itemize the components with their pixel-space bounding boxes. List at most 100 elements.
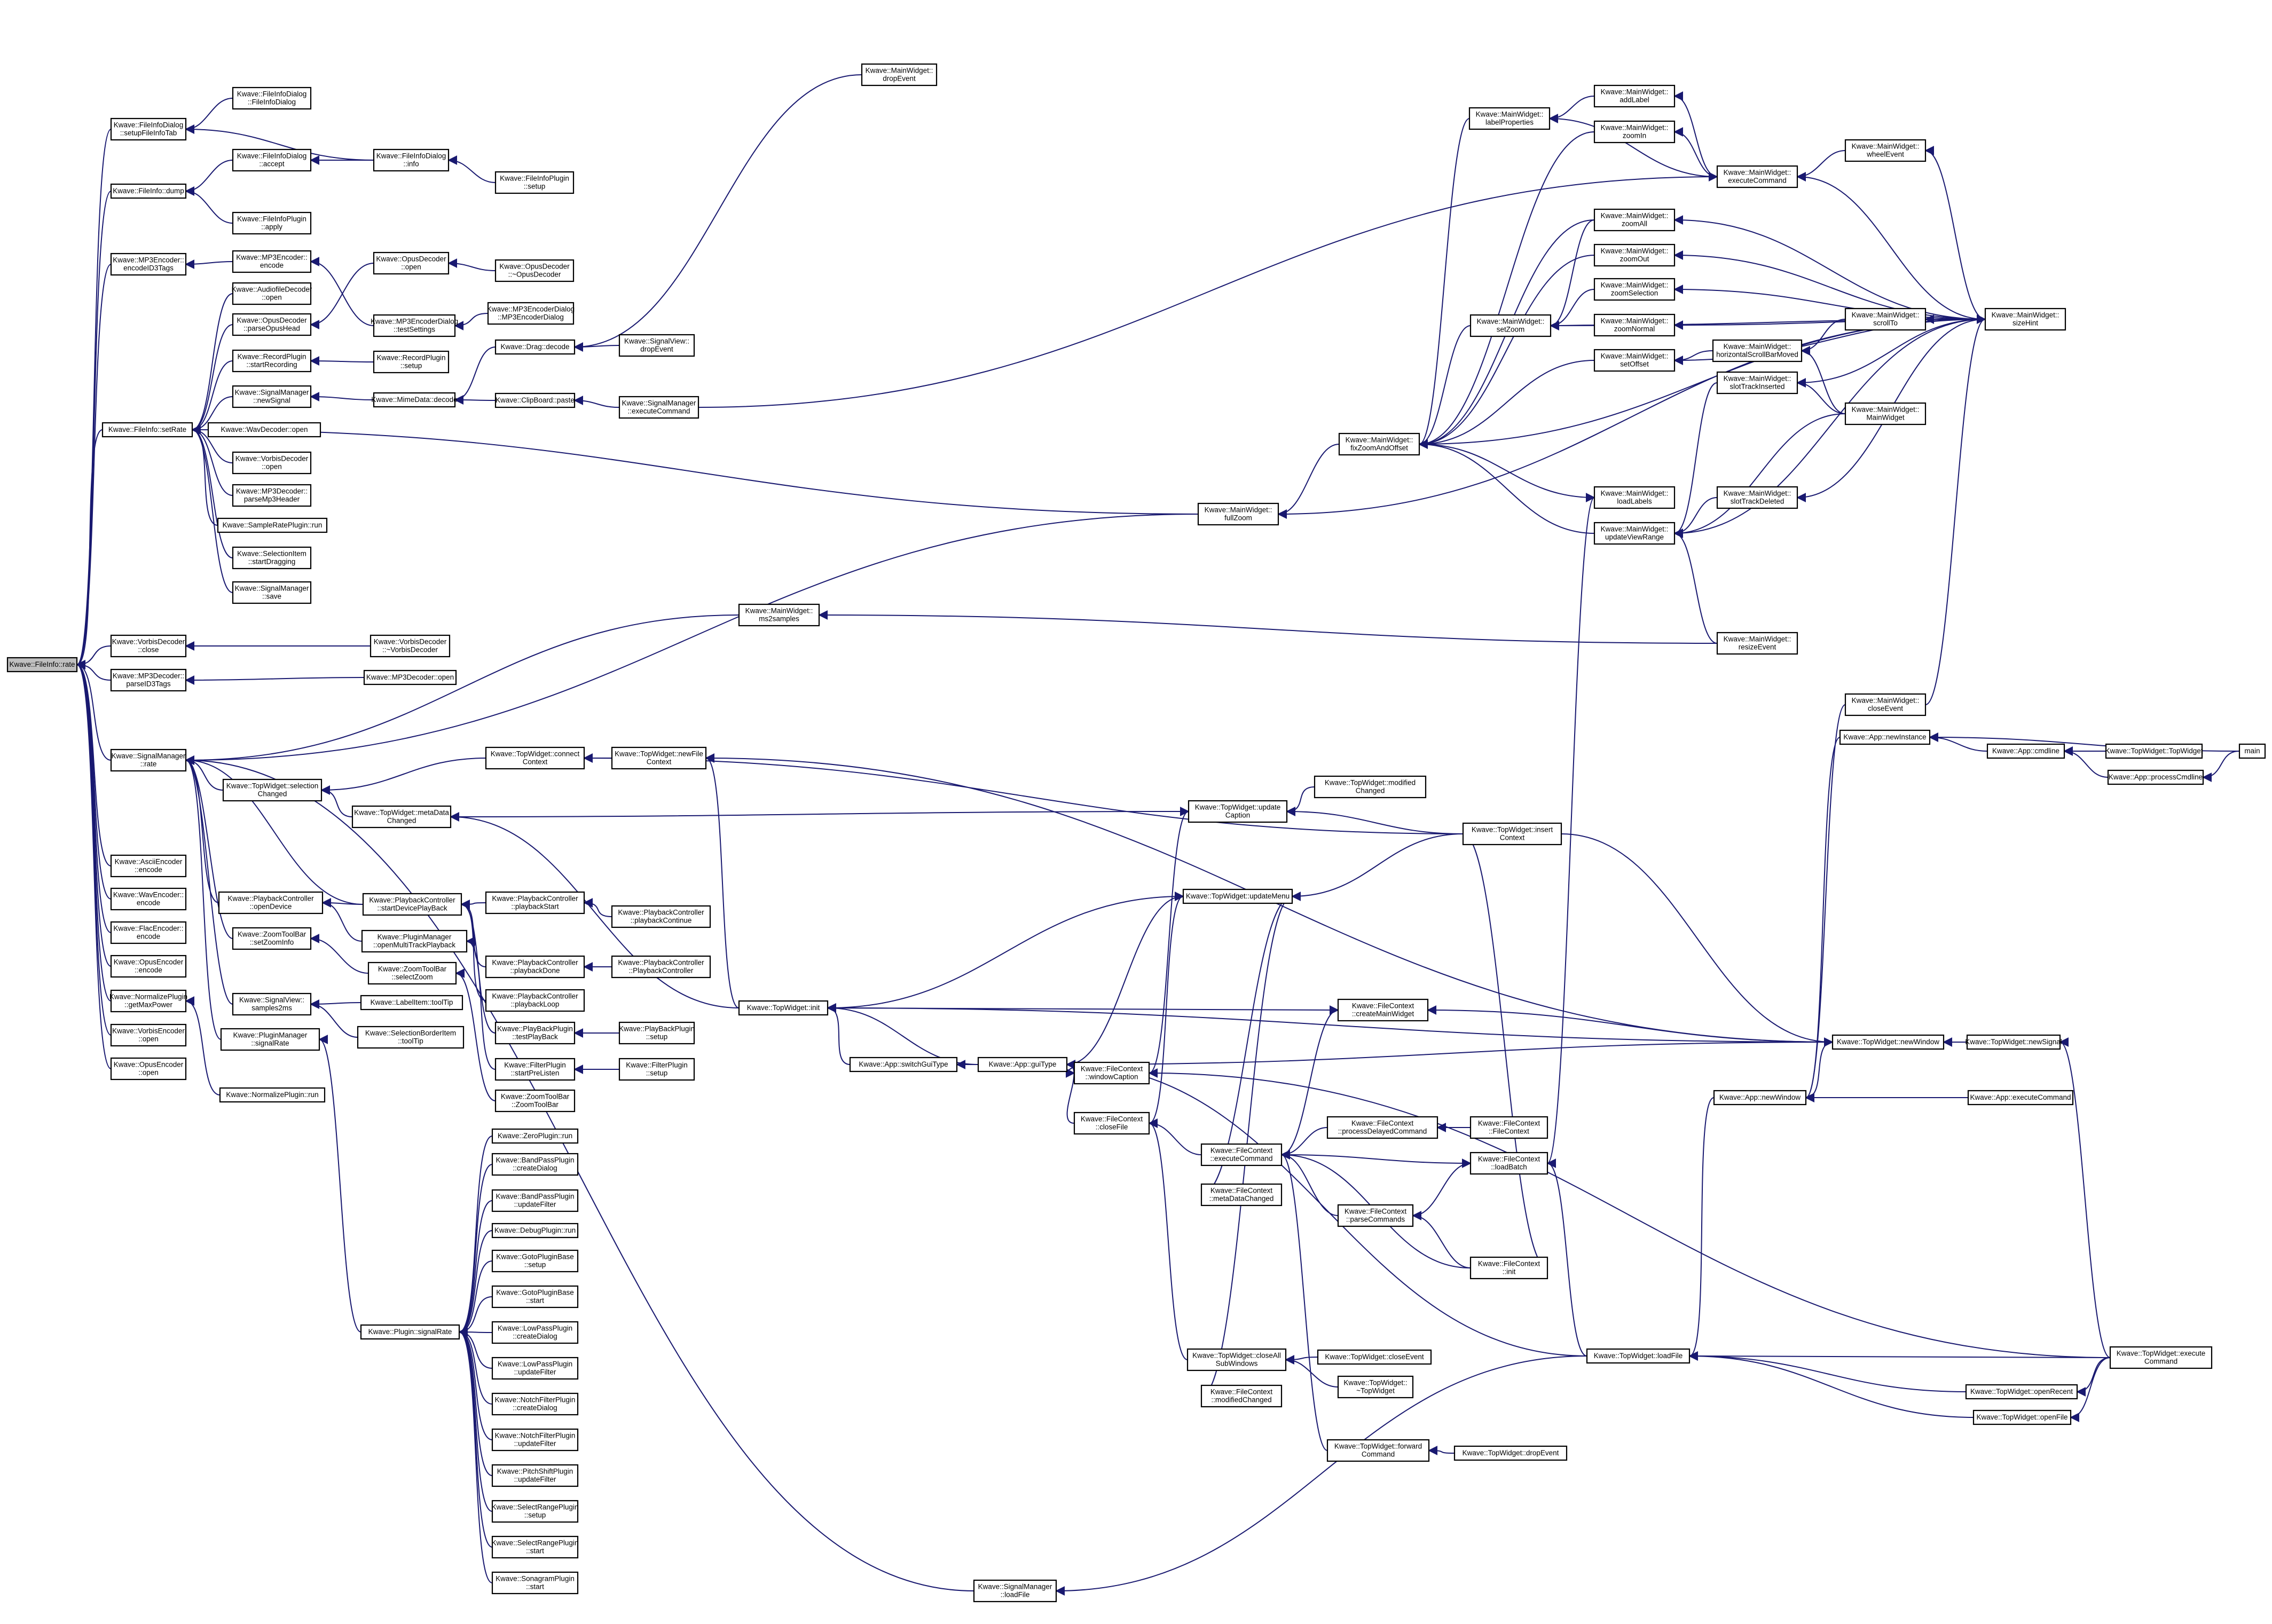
- node-notch-dialog[interactable]: Kwave::NotchFilterPlugin::createDialog: [491, 1392, 579, 1416]
- node-pitch-filter[interactable]: Kwave::PitchShiftPlugin::updateFilter: [491, 1464, 579, 1487]
- node-sv-s2ms[interactable]: Kwave::SignalView::samples2ms: [232, 992, 312, 1016]
- node-vorbis-open[interactable]: Kwave::VorbisDecoder::open: [232, 451, 312, 475]
- node-rec-setup[interactable]: Kwave::RecordPlugin::setup: [373, 350, 450, 374]
- node-pc-done[interactable]: Kwave::PlaybackController::playbackDone: [485, 955, 585, 979]
- node-filter-setup[interactable]: Kwave::FilterPlugin::setup: [618, 1058, 695, 1081]
- node-fi-info[interactable]: Kwave::FileInfoDialog::info: [373, 148, 450, 172]
- node-filter-prelisten[interactable]: Kwave::FilterPlugin::startPreListen: [494, 1058, 576, 1081]
- node-tw-init[interactable]: Kwave::TopWidget::init: [738, 1000, 829, 1016]
- node-tw-newsig[interactable]: Kwave::TopWidget::newSignal: [1965, 1034, 2062, 1050]
- node-sm-save[interactable]: Kwave::SignalManager::save: [232, 581, 312, 604]
- node-mw-scrollto[interactable]: Kwave::MainWidget::scrollTo: [1844, 308, 1927, 331]
- node-mw-trackins[interactable]: Kwave::MainWidget::slotTrackInserted: [1716, 371, 1798, 395]
- node-debug-run[interactable]: Kwave::DebugPlugin::run: [491, 1223, 579, 1239]
- node-selrange-start[interactable]: Kwave::SelectRangePlugin::start: [492, 1535, 579, 1559]
- node-fip-apply[interactable]: Kwave::FileInfoPlugin::apply: [232, 211, 312, 235]
- node-wav-enc[interactable]: Kwave::WavEncoder::encode: [110, 887, 187, 911]
- node-goto-setup[interactable]: Kwave::GotoPluginBase::setup: [491, 1249, 579, 1273]
- node-norm-max[interactable]: Kwave::NormalizePlugin::getMaxPower: [109, 989, 187, 1013]
- node-mw-setoffset[interactable]: Kwave::MainWidget::setOffset: [1593, 349, 1676, 372]
- node-mw-labelprops[interactable]: Kwave::MainWidget::labelProperties: [1468, 107, 1551, 130]
- node-mw-zoomsel[interactable]: Kwave::MainWidget::zoomSelection: [1593, 278, 1676, 301]
- node-tw-ctor[interactable]: Kwave::TopWidget::TopWidget: [2105, 743, 2203, 759]
- node-tw-dtor[interactable]: Kwave::TopWidget::~TopWidget: [1337, 1375, 1414, 1399]
- node-pc-ctor[interactable]: Kwave::PlaybackController::PlaybackContr…: [611, 955, 711, 979]
- node-mw-hscroll[interactable]: Kwave::MainWidget::horizontalScrollBarMo…: [1712, 339, 1803, 362]
- node-drag-decode[interactable]: Kwave::Drag::decode: [494, 339, 576, 355]
- node-sel-drag[interactable]: Kwave::SelectionItem::startDragging: [232, 546, 312, 570]
- node-mp3dec-id3[interactable]: Kwave::MP3Decoder::parseID3Tags: [110, 668, 187, 692]
- node-sm-newsig[interactable]: Kwave::SignalManager::newSignal: [232, 385, 312, 408]
- node-tw-dropev[interactable]: Kwave::TopWidget::dropEvent: [1453, 1445, 1568, 1461]
- node-selrange-setup[interactable]: Kwave::SelectRangePlugin::setup: [492, 1500, 579, 1523]
- node-sm-exec[interactable]: Kwave::SignalManager::executeCommand: [618, 396, 699, 419]
- node-zt-select[interactable]: Kwave::ZoomToolBar::selectZoom: [367, 961, 457, 985]
- node-fc-procdelay[interactable]: Kwave::FileContext::processDelayedComman…: [1326, 1116, 1438, 1139]
- node-fid-ctor[interactable]: Kwave::FileInfoDialog::FileInfoDialog: [232, 86, 312, 110]
- node-mw-loadlabels[interactable]: Kwave::MainWidget::loadLabels: [1593, 486, 1676, 509]
- node-zt-ctor[interactable]: Kwave::ZoomToolBar::ZoomToolBar: [494, 1089, 576, 1113]
- node-flac-enc[interactable]: Kwave::FlacEncoder::encode: [110, 921, 187, 944]
- node-sv-drop[interactable]: Kwave::SignalView::dropEvent: [618, 334, 695, 357]
- node-mw-zoomout[interactable]: Kwave::MainWidget::zoomOut: [1593, 243, 1676, 267]
- node-mime-decode[interactable]: Kwave::MimeData::decode: [371, 392, 458, 408]
- node-opusdec-open[interactable]: Kwave::OpusDecoder::open: [373, 251, 450, 275]
- node-fc-wincap[interactable]: Kwave::FileContext::windowCaption: [1073, 1061, 1150, 1085]
- node-zt-setzoom[interactable]: Kwave::ZoomToolBar::setZoomInfo: [232, 927, 312, 950]
- node-app-proccmd[interactable]: Kwave::App::processCmdline: [2107, 769, 2204, 785]
- node-app-gui[interactable]: Kwave::App::guiType: [977, 1057, 1068, 1073]
- node-samplerate-run[interactable]: Kwave::SampleRatePlugin::run: [217, 517, 328, 533]
- node-mp3dec-open[interactable]: Kwave::MP3Decoder::open: [363, 669, 457, 685]
- node-mp3enc-enc[interactable]: Kwave::MP3Encoder::encode: [232, 250, 312, 273]
- node-tw-newwin[interactable]: Kwave::TopWidget::newWindow: [1831, 1034, 1945, 1050]
- node-sm-rate[interactable]: Kwave::SignalManager::rate: [110, 748, 187, 772]
- node-selborder-tip[interactable]: Kwave::SelectionBorderItem::toolTip: [357, 1026, 465, 1049]
- node-lp-dialog[interactable]: Kwave::LowPassPlugin::createDialog: [491, 1321, 579, 1344]
- node-mw-drop[interactable]: Kwave::MainWidget::dropEvent: [861, 63, 938, 86]
- node-pc-loop[interactable]: Kwave::PlaybackController::playbackLoop: [485, 989, 585, 1012]
- node-tw-openrecent[interactable]: Kwave::TopWidget::openRecent: [1965, 1384, 2078, 1400]
- node-mw-fullzoom[interactable]: Kwave::MainWidget::fullZoom: [1197, 502, 1279, 526]
- node-label-tip[interactable]: Kwave::LabelItem::toolTip: [360, 995, 463, 1011]
- node-opusdec-dtor[interactable]: Kwave::OpusDecoder::~OpusDecoder: [494, 259, 575, 282]
- node-mw-ctor[interactable]: Kwave::MainWidget::MainWidget: [1844, 402, 1927, 425]
- node-fc-ctor[interactable]: Kwave::FileContext::FileContext: [1469, 1116, 1548, 1139]
- node-app-newinst[interactable]: Kwave::App::newInstance: [1839, 729, 1931, 745]
- node-mw-wheel[interactable]: Kwave::MainWidget::wheelEvent: [1844, 139, 1927, 162]
- node-mw-exec[interactable]: Kwave::MainWidget::executeCommand: [1716, 165, 1798, 188]
- node-pc-startdev[interactable]: Kwave::PlaybackController::startDevicePl…: [362, 893, 462, 916]
- node-pc-start[interactable]: Kwave::PlaybackController::playbackStart: [485, 891, 585, 915]
- node-mw-resize[interactable]: Kwave::MainWidget::resizeEvent: [1716, 632, 1798, 655]
- node-mw-trackdel[interactable]: Kwave::MainWidget::slotTrackDeleted: [1716, 486, 1798, 509]
- node-app-cmdline[interactable]: Kwave::App::cmdline: [1986, 743, 2065, 759]
- node-opusdec-parse[interactable]: Kwave::OpusDecoder::parseOpusHead: [232, 313, 312, 336]
- node-pbp-setup[interactable]: Kwave::PlayBackPlugin::setup: [618, 1021, 695, 1045]
- node-tw-updmenu[interactable]: Kwave::TopWidget::updateMenu: [1182, 888, 1293, 904]
- node-main[interactable]: main: [2238, 743, 2266, 759]
- node-mp3dlg-ctor[interactable]: Kwave::MP3EncoderDialog::MP3EncoderDialo…: [487, 302, 575, 325]
- node-fc-close[interactable]: Kwave::FileContext::closeFile: [1073, 1111, 1150, 1135]
- node-tw-loadfile[interactable]: Kwave::TopWidget::loadFile: [1586, 1348, 1691, 1364]
- node-fc-loadbatch[interactable]: Kwave::FileContext::loadBatch: [1469, 1152, 1548, 1175]
- node-vorbis-dtor[interactable]: Kwave::VorbisDecoder::~VorbisDecoder: [370, 634, 451, 658]
- node-app-switch[interactable]: Kwave::App::switchGuiType: [849, 1057, 958, 1073]
- node-fi-setrate[interactable]: Kwave::FileInfo::setRate: [101, 422, 193, 438]
- node-pm-openmulti[interactable]: Kwave::PluginManager::openMultiTrackPlay…: [361, 929, 468, 953]
- node-mw-zoomin[interactable]: Kwave::MainWidget::zoomIn: [1593, 120, 1676, 144]
- node-mp3dec-parsemp[interactable]: Kwave::MP3Decoder::parseMp3Header: [232, 484, 312, 507]
- node-goto-start[interactable]: Kwave::GotoPluginBase::start: [491, 1285, 579, 1308]
- node-opusenc-open[interactable]: Kwave::OpusEncoder::open: [110, 1057, 187, 1081]
- node-fi-dump[interactable]: Kwave::FileInfo::dump: [110, 183, 187, 199]
- node-plugin-sigrate[interactable]: Kwave::Plugin::signalRate: [360, 1324, 460, 1340]
- node-fc-exec[interactable]: Kwave::FileContext::executeCommand: [1200, 1143, 1283, 1166]
- node-lp-filter[interactable]: Kwave::LowPassPlugin::updateFilter: [491, 1357, 579, 1380]
- node-fid-accept[interactable]: Kwave::FileInfoDialog::accept: [232, 148, 312, 172]
- node-zero-run[interactable]: Kwave::ZeroPlugin::run: [491, 1128, 579, 1144]
- node-tw-closeev[interactable]: Kwave::TopWidget::closeEvent: [1317, 1349, 1432, 1365]
- node-notch-filter[interactable]: Kwave::NotchFilterPlugin::updateFilter: [491, 1428, 579, 1452]
